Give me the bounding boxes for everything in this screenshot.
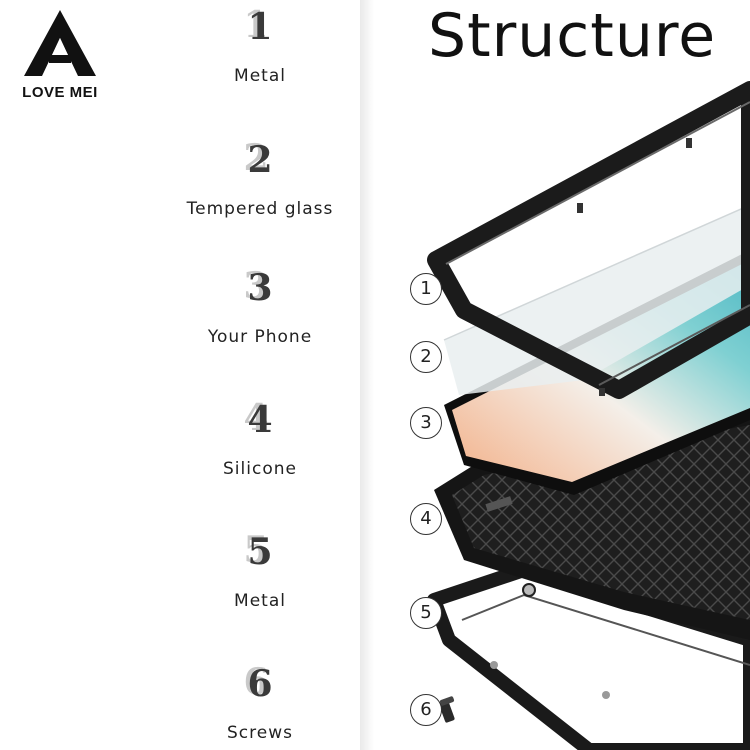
left-panel: LOVE MEI 1 Metal 2 Tempered glass 3 Your…: [0, 0, 360, 750]
part-label: Metal: [234, 591, 286, 611]
part-number: 2: [247, 139, 273, 181]
part-item-metal-frame: 1 Metal: [170, 6, 350, 86]
part-number: 5: [247, 531, 273, 573]
part-item-tempered-glass: 2 Tempered glass: [170, 139, 350, 219]
part-label: Metal: [234, 66, 286, 86]
callout-5: 5: [410, 597, 442, 629]
panel-divider: [360, 0, 374, 750]
part-label: Tempered glass: [186, 199, 334, 219]
part-item-metal-back: 5 Metal: [170, 531, 350, 611]
love-mei-logo-icon: [24, 10, 96, 76]
part-number: 6: [247, 663, 273, 705]
part-item-your-phone: 3 Your Phone: [170, 267, 350, 347]
part-label: Silicone: [223, 459, 297, 479]
callout-4: 4: [410, 503, 442, 535]
screw-icon: [439, 696, 455, 723]
part-number: 1: [247, 6, 273, 48]
callout-3: 3: [410, 407, 442, 439]
part-label: Screws: [227, 723, 293, 743]
part-item-screws: 6 Screws: [170, 663, 350, 743]
front-metal-frame: [427, 81, 750, 399]
logo-text: LOVE MEI: [22, 84, 98, 101]
part-label: Your Phone: [207, 327, 313, 347]
page-title: Structure: [428, 1, 717, 71]
part-number: 4: [247, 399, 273, 441]
part-number: 3: [247, 267, 273, 309]
callout-1: 1: [410, 273, 442, 305]
brand-logo: LOVE MEI: [10, 8, 110, 104]
exploded-case-illustration: [427, 81, 750, 750]
part-item-silicone: 4 Silicone: [170, 399, 350, 479]
callout-2: 2: [410, 341, 442, 373]
callout-6: 6: [410, 694, 442, 726]
